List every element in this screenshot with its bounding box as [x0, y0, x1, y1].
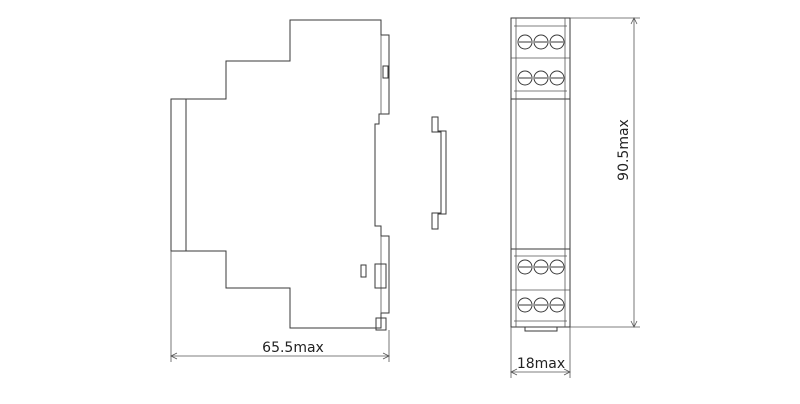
side-latch-top	[382, 65, 389, 79]
arrow-right	[563, 368, 571, 376]
depth-dimension-label: 18max	[517, 356, 565, 372]
side-front-face	[170, 98, 187, 252]
front-bottom-foot	[524, 326, 558, 332]
terminal-block-bottom-outer	[517, 297, 565, 313]
height-dimension-label: 90.5max	[616, 119, 632, 181]
side-latch-bottom	[374, 263, 387, 289]
front-body-outline	[510, 17, 571, 328]
arrow-left	[510, 368, 518, 376]
terminal-block-top-inner	[517, 70, 565, 86]
side-view	[170, 19, 390, 331]
side-latch-bottom-left	[360, 264, 367, 278]
dimension-height: 90.5max	[570, 17, 640, 328]
width-dimension-label: 65.5max	[262, 340, 324, 356]
arrow-left	[170, 352, 178, 360]
arrow-down	[630, 320, 638, 328]
dimension-width: 65.5max	[170, 251, 390, 362]
side-bottom-clip	[375, 317, 387, 331]
side-body-outline	[186, 19, 390, 329]
front-view	[510, 17, 571, 332]
din-rail-outline	[431, 116, 447, 230]
front-center-panel	[510, 98, 571, 250]
terminal-block-bottom-inner	[517, 259, 565, 275]
dimension-depth: 18max	[510, 327, 571, 378]
terminal-block-top-outer	[517, 34, 565, 50]
din-rail-profile	[431, 116, 447, 230]
arrow-right	[382, 352, 390, 360]
arrow-up	[630, 17, 638, 25]
